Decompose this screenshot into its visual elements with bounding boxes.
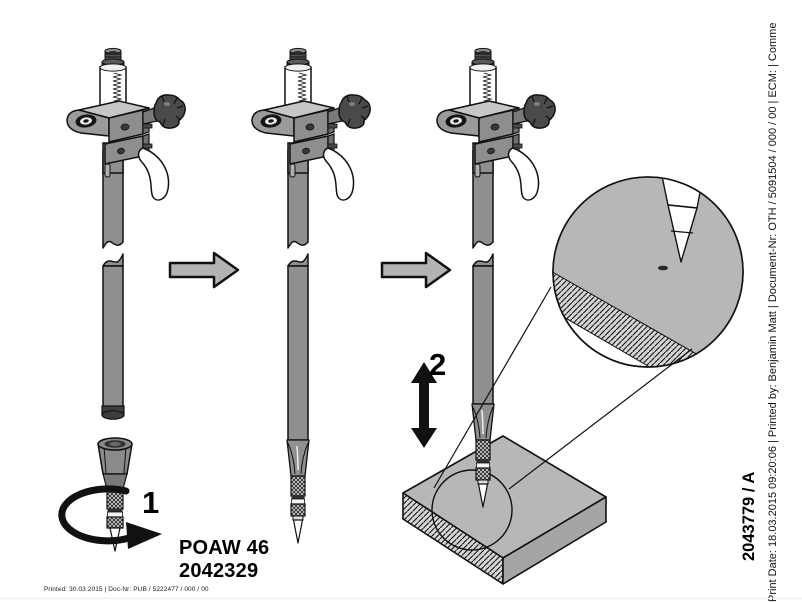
callout-source-circle — [431, 469, 513, 551]
detached-tip — [97, 437, 133, 552]
step-1-label: 1 — [142, 485, 160, 520]
tool-step-1 — [58, 47, 186, 552]
step-arrow-1-icon — [168, 251, 240, 289]
step-arrow-2-icon — [380, 251, 452, 289]
tool-step-2 — [251, 47, 371, 544]
print-info-line: Printed: 30.03.2015 | Doc-Nr: PUB / 5222… — [44, 586, 209, 593]
document-meta-sidebar: Print Date: 18.03.2015 09:20:06 | Printe… — [767, 22, 779, 602]
rotation-arrow — [58, 485, 162, 549]
step-2-label: 2 — [429, 347, 447, 382]
page-bottom-rule — [0, 598, 802, 599]
workpiece-plate — [402, 435, 607, 585]
document-code: 2043779 / A — [740, 471, 758, 561]
product-name: POAW 46 — [179, 537, 270, 559]
detail-view — [552, 176, 744, 368]
tool-step-3 — [436, 47, 556, 508]
product-info: POAW 46 2042329 — [179, 537, 269, 583]
product-number: 2042329 — [179, 560, 259, 582]
up-down-arrow-icon — [411, 362, 437, 448]
projection-lines — [433, 286, 693, 490]
